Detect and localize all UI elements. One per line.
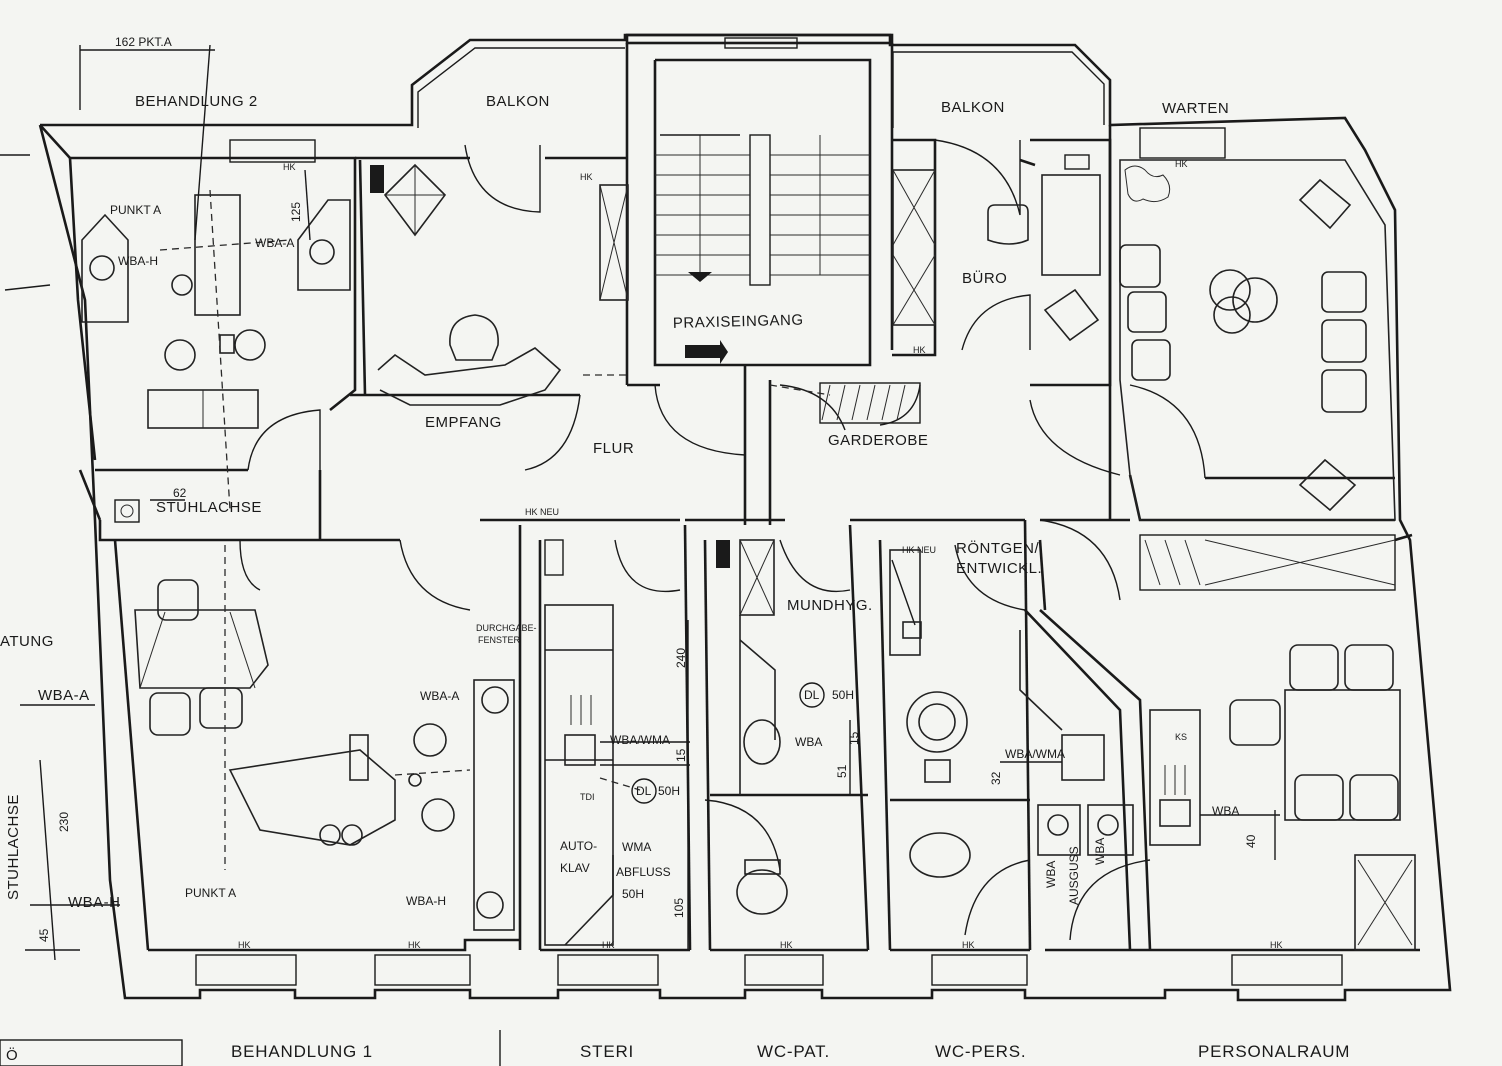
note-hk-7: HK [602, 940, 615, 950]
note-tdi: TDI [580, 792, 595, 802]
note-dl-mund-h: 50H [832, 688, 854, 702]
note-wba-a-left: WBA-A [38, 687, 90, 704]
dim-15b: 15 [847, 731, 861, 745]
dim-62: 62 [173, 486, 187, 500]
label-personalraum: PERSONALRAUM [1198, 1042, 1350, 1061]
label-behandlung2: BEHANDLUNG 2 [135, 93, 258, 110]
outer-walls [38, 33, 1452, 1002]
label-warten: WARTEN [1162, 100, 1229, 117]
label-garderobe: GARDEROBE [828, 432, 928, 449]
note-atung: ATUNG [0, 633, 54, 650]
note-wba-a-b1: WBA-A [420, 689, 459, 703]
note-hk-5: HK [238, 940, 251, 950]
label-flur: FLUR [593, 440, 634, 457]
room-labels: BEHANDLUNG 2 BALKON BALKON WARTEN PRAXIS… [135, 93, 1229, 614]
bottom-labels: BEHANDLUNG 1 STERI WC-PAT. WC-PERS. PERS… [6, 1030, 1350, 1066]
interior-walls [78, 125, 1420, 952]
note-wba-h-top: WBA-H [118, 254, 158, 268]
label-steri: STERI [580, 1042, 634, 1061]
note-hk-10: HK [1270, 940, 1283, 950]
note-dl-steri-h: 50H [658, 784, 680, 798]
note-dl-steri: DL [636, 784, 652, 798]
label-empfang: EMPFANG [425, 414, 502, 431]
note-hk-4: HK [913, 345, 926, 355]
note-punkt-a-bottom: PUNKT A [185, 886, 236, 900]
note-stuhlachse: STUHLACHSE [156, 499, 262, 516]
staircase [655, 134, 870, 364]
windows [195, 127, 1343, 986]
note-abfluss-h: 50H [622, 887, 644, 901]
note-dl-mund: DL [804, 688, 820, 702]
note-hk-6: HK [408, 940, 421, 950]
note-durchgabe-1: DURCHGABE- [476, 623, 537, 633]
note-hk-neu-1: HK NEU [525, 507, 559, 517]
note-hk-neu-2: HK NEU [902, 545, 936, 555]
dim-51: 51 [835, 764, 849, 778]
note-wba-wc1: WBA [1044, 861, 1058, 888]
furniture [81, 154, 1416, 951]
note-hk-1: HK [283, 162, 296, 172]
dim-40: 40 [1244, 834, 1258, 848]
note-wba-wc2: WBA [1093, 838, 1107, 865]
note-wba-h-left: WBA-H [68, 894, 121, 911]
dim-45: 45 [37, 928, 51, 942]
note-wba-wma-roe: WBA/WMA [1005, 747, 1065, 761]
dim-240: 240 [674, 648, 688, 668]
note-wba-mund: WBA [795, 735, 822, 749]
label-balkon-right: BALKON [941, 99, 1005, 116]
door-swings [239, 139, 1206, 941]
label-buero: BÜRO [962, 269, 1007, 287]
note-wba-wma-steri: WBA/WMA [610, 733, 670, 747]
note-wma: WMA [622, 840, 651, 854]
dim-105: 105 [672, 898, 686, 918]
note-durchgabe-2: FENSTER [478, 635, 521, 645]
annotations: 162 PKT.A PUNKT A WBA-H WBA-A STUHLACHSE… [0, 35, 1283, 950]
note-hk-3: HK [1175, 159, 1188, 169]
note-hk-8: HK [780, 940, 793, 950]
margin-fragments [0, 154, 183, 1066]
label-wc-pers: WC-PERS. [935, 1042, 1026, 1061]
label-mundhyg: MUNDHYG. [787, 597, 873, 614]
note-ausguss: AUSGUSS [1067, 846, 1081, 905]
dim-32: 32 [989, 771, 1003, 785]
dim-15a: 15 [674, 748, 688, 762]
label-wc-pat: WC-PAT. [757, 1042, 830, 1061]
note-stuhlachse-left: STUHLACHSE [5, 794, 22, 900]
label-behandlung1: BEHANDLUNG 1 [231, 1042, 373, 1061]
corner-glyph: Ö [6, 1046, 18, 1064]
note-punkt-a-top: PUNKT A [110, 203, 161, 217]
dimension-text: 125 62 240 15 105 15 51 32 40 230 45 [37, 202, 1258, 942]
note-hk-9: HK [962, 940, 975, 950]
note-hk-2: HK [580, 172, 593, 182]
note-abfluss: ABFLUSS [616, 865, 671, 879]
note-wba-h-b1: WBA-H [406, 894, 446, 908]
note-klav: KLAV [560, 861, 590, 875]
note-auto: AUTO- [560, 839, 597, 853]
note-wba-personal: WBA [1212, 804, 1239, 818]
dimension-lines [20, 44, 1280, 961]
dim-125: 125 [289, 202, 303, 222]
label-roentgen-1: RÖNTGEN/ [956, 539, 1040, 557]
label-balkon-left: BALKON [486, 93, 550, 110]
label-praxiseingang: PRAXISEINGANG [673, 312, 804, 332]
label-roentgen-2: ENTWICKL. [956, 560, 1042, 577]
note-wba-a-top: WBA-A [255, 236, 294, 250]
dim-230: 230 [57, 812, 71, 832]
note-ks: KS [1175, 732, 1187, 742]
note-pkt-a: 162 PKT.A [115, 35, 172, 49]
